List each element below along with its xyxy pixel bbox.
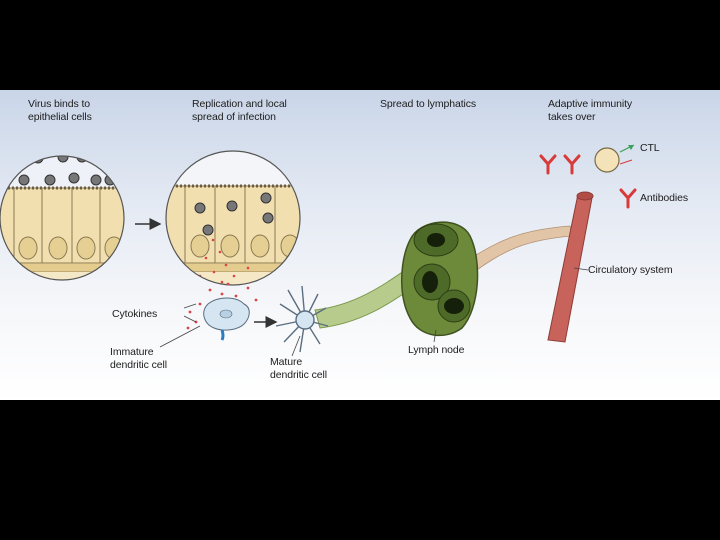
epithelium-panel-2 [160,150,310,292]
mature-dendritic-cell-label: Mature dendritic cell [270,356,327,382]
circulatory-vessel [548,192,593,342]
lymph-node [402,222,478,335]
diagram-graphics [0,90,720,400]
epithelium-panel-1 [0,150,130,292]
stage-3-label: Spread to lymphatics [380,98,476,111]
stage-2-label: Replication and local spread of infectio… [192,98,287,124]
cytokines-label: Cytokines [112,308,157,321]
lymph-node-label: Lymph node [408,344,464,357]
infection-diagram: Virus binds to epithelial cells Replicat… [0,90,720,400]
efferent-lymph-vessel [468,226,572,272]
ctl-cell-icon [595,145,634,172]
ctl-label: CTL [640,142,660,155]
immature-dendritic-cell-label: Immature dendritic cell [110,346,167,372]
circulatory-system-label: Circulatory system [588,264,673,277]
stage-4-label: Adaptive immunity takes over [548,98,632,124]
antibodies-label: Antibodies [640,192,688,205]
stage-1-label: Virus binds to epithelial cells [28,98,92,124]
